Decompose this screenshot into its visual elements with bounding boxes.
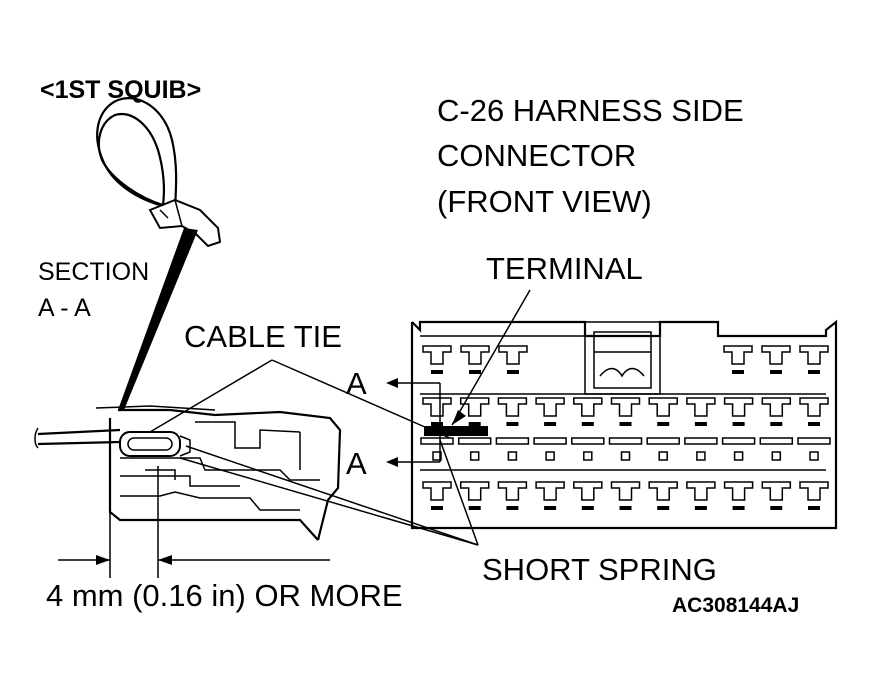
highlighted-terminal xyxy=(424,426,488,436)
terminal-pin-hole xyxy=(507,451,518,461)
terminal-lock-mark xyxy=(808,506,820,510)
terminal-pin-hole xyxy=(432,451,442,461)
terminal-lock-mark xyxy=(694,422,707,426)
terminal-cavity xyxy=(761,345,791,365)
terminal-cavity xyxy=(686,397,716,417)
terminal-lock-mark xyxy=(506,506,519,510)
terminal-cavity xyxy=(799,345,829,365)
terminal-lock-mark xyxy=(732,422,745,426)
terminal-cavity xyxy=(535,397,565,417)
terminal-cavity xyxy=(648,397,678,417)
terminal-spring-bar xyxy=(420,437,454,445)
terminal-cavity xyxy=(648,481,678,501)
terminal-cavity xyxy=(497,481,528,501)
terminal-cavity xyxy=(723,397,754,417)
terminal-cavity xyxy=(498,345,528,365)
cable-tie-illustration xyxy=(96,97,222,410)
terminal-spring-bar xyxy=(759,437,794,445)
terminal-pin-hole xyxy=(469,451,480,461)
terminal-spring-bar xyxy=(571,437,605,445)
terminal-lock-mark xyxy=(581,506,594,510)
terminal-cavity xyxy=(460,345,490,365)
terminal-lock-mark xyxy=(770,370,782,374)
terminal-lock-mark xyxy=(657,422,670,426)
terminal-spring-bar xyxy=(684,437,718,445)
terminal-lock-mark xyxy=(657,506,670,510)
figure-code: AC308144AJ xyxy=(672,594,799,617)
connector-title-line3: (FRONT VIEW) xyxy=(437,184,652,219)
section-marker-bottom: A xyxy=(346,446,367,481)
terminal-cavity xyxy=(422,397,452,417)
terminal-lock-mark xyxy=(732,506,745,510)
terminal-cavity xyxy=(497,397,528,417)
terminal-cavity xyxy=(723,481,754,501)
terminal-pin-hole xyxy=(771,451,782,461)
section-a-a-view xyxy=(34,405,342,541)
terminal-cavity xyxy=(422,481,452,501)
terminal-cavity xyxy=(761,481,792,501)
connector-title-line2: CONNECTOR xyxy=(437,138,636,173)
terminal-cavity xyxy=(610,397,641,417)
terminal-lock-mark xyxy=(619,506,632,510)
terminal-spring-bar xyxy=(646,437,680,445)
terminal-spring-bar xyxy=(533,437,567,445)
cable-tie-label: CABLE TIE xyxy=(184,319,342,354)
terminal-grid xyxy=(420,345,831,510)
terminal-cavity xyxy=(459,481,490,501)
terminal-lock-mark xyxy=(808,370,820,374)
terminal-pin-hole xyxy=(809,451,819,461)
terminal-lock-mark xyxy=(469,370,481,374)
section-marker-top: A xyxy=(346,366,367,401)
squib-label: <1ST SQUIB> xyxy=(40,76,201,104)
terminal-lock-mark xyxy=(431,422,443,426)
terminal-pin-hole xyxy=(583,451,593,461)
c26-connector-front-view xyxy=(410,319,838,530)
terminal-pin-hole xyxy=(545,451,555,461)
terminal-pin-hole xyxy=(696,451,706,461)
terminal-lock-mark xyxy=(431,370,443,374)
terminal-spring-bar xyxy=(608,437,643,445)
terminal-lock-mark xyxy=(507,370,519,374)
terminal-cavity xyxy=(761,397,792,417)
terminal-lock-mark xyxy=(770,506,783,510)
terminal-cavity xyxy=(535,481,565,501)
terminal-lock-mark xyxy=(468,422,481,426)
terminal-cavity xyxy=(723,345,753,365)
terminal-spring-bar xyxy=(495,437,530,445)
terminal-lock-mark xyxy=(468,506,481,510)
terminal-lock-mark xyxy=(770,422,783,426)
terminal-lock-mark xyxy=(619,422,632,426)
leader-lines xyxy=(149,289,531,546)
terminal-cavity xyxy=(573,397,603,417)
terminal-cavity xyxy=(799,397,829,417)
dimension-marker xyxy=(58,466,330,578)
terminal-lock-mark xyxy=(808,422,820,426)
terminal-spring-bar xyxy=(797,437,831,445)
terminal-pin-hole xyxy=(620,451,631,461)
terminal-cavity xyxy=(422,345,452,365)
terminal-pin-hole xyxy=(733,451,744,461)
terminal-label: TERMINAL xyxy=(486,251,643,286)
terminal-pin-hole xyxy=(658,451,668,461)
terminal-spring-bar xyxy=(721,437,756,445)
section-label-line1: SECTION xyxy=(38,258,149,286)
connector-title-line1: C-26 HARNESS SIDE xyxy=(437,93,744,128)
terminal-lock-mark xyxy=(581,422,594,426)
terminal-lock-mark xyxy=(544,422,557,426)
section-label-line2: A - A xyxy=(38,294,91,322)
terminal-lock-mark xyxy=(431,506,443,510)
terminal-cavity xyxy=(799,481,829,501)
terminal-cavity xyxy=(573,481,603,501)
dimension-label: 4 mm (0.16 in) OR MORE xyxy=(46,578,403,613)
short-spring-label: SHORT SPRING xyxy=(482,552,717,587)
terminal-cavity xyxy=(610,481,641,501)
terminal-spring-bar xyxy=(457,437,492,445)
terminal-cavity xyxy=(686,481,716,501)
terminal-lock-mark xyxy=(694,506,707,510)
terminal-lock-mark xyxy=(506,422,519,426)
terminal-lock-mark xyxy=(544,506,557,510)
terminal-lock-mark xyxy=(732,370,744,374)
terminal-cavity xyxy=(459,397,490,417)
